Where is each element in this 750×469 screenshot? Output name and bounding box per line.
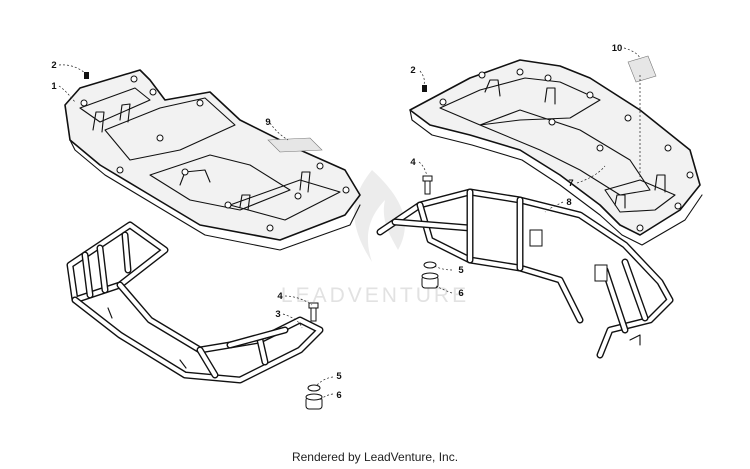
callout-7: 7: [568, 178, 573, 189]
watermark: LEADVENTURE: [281, 170, 469, 307]
leader-lines: [58, 47, 641, 401]
callout-6-left: 6: [336, 390, 341, 401]
bushing-6-left: [305, 393, 323, 410]
callout-1: 1: [51, 81, 57, 92]
screw-2-left: [84, 72, 89, 79]
decal-9: [267, 137, 323, 153]
bolt-4-right: [422, 175, 433, 195]
callout-3: 3: [275, 309, 280, 320]
callout-2-right: 2: [410, 65, 415, 76]
callout-9: 9: [265, 117, 270, 128]
callout-10: 10: [612, 43, 623, 54]
decal-10: [627, 55, 657, 83]
screw-2-right: [422, 85, 427, 92]
callout-8: 8: [566, 197, 571, 208]
footer-credit: Rendered by LeadVenture, Inc.: [291, 450, 459, 464]
watermark-text: LEADVENTURE: [281, 284, 469, 307]
callout-5-left: 5: [336, 371, 342, 382]
callout-4-right: 4: [410, 157, 416, 168]
callout-5-right: 5: [458, 265, 464, 276]
rear-rack: [409, 59, 703, 246]
callout-2-left: 2: [51, 60, 56, 71]
leadventure-flame-logo: [354, 170, 405, 262]
front-rack-frame: [66, 221, 324, 384]
callout-6-right: 6: [458, 288, 463, 299]
callout-4-left: 4: [277, 291, 283, 302]
bushing-6-right: [421, 272, 439, 289]
callout-labels: 2 1 9 4 3 5 6 2 10 4 7 8 5 6: [51, 43, 622, 401]
nut-5-right: [423, 261, 437, 269]
nut-5-left: [307, 384, 321, 392]
front-rack: [64, 69, 361, 251]
rear-rack-frame: [376, 188, 674, 359]
bolt-4-left: [308, 302, 319, 322]
